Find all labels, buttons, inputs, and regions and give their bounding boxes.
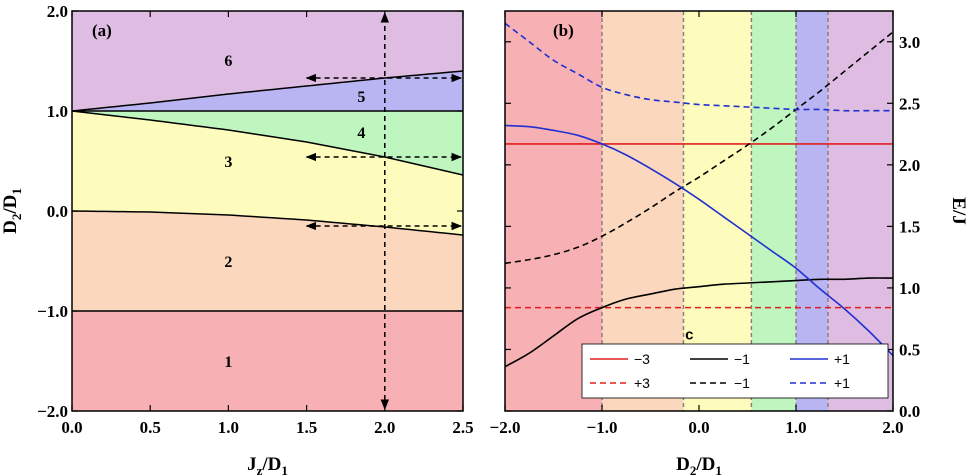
y-tick-label: −1.0 xyxy=(37,302,68,321)
x-tick-label: 1.0 xyxy=(218,418,239,437)
legend-label-2: +1 xyxy=(834,351,850,367)
panel-a-ticks: 0.0 0.5 1.0 1.5 2.0 2.5 −2.0 −1.0 0.0 1.0 2.0 xyxy=(37,2,474,437)
y-tick-label: 2.0 xyxy=(899,156,920,175)
region-1 xyxy=(72,311,463,411)
series-line-5 xyxy=(504,22,893,112)
panel-a-y-axis-title: D2/D1 xyxy=(0,188,24,234)
legend-label-3: +3 xyxy=(634,375,650,391)
panel-b-series xyxy=(504,22,894,368)
panel-a-region-labels: 1 2 3 4 5 6 xyxy=(224,53,365,371)
region-2 xyxy=(72,211,463,311)
panel-b-y-axis-title: E/J xyxy=(948,197,969,224)
region-4 xyxy=(72,111,463,175)
legend-label-0: −3 xyxy=(634,351,650,367)
series-line-4 xyxy=(504,124,894,357)
x-tick-label: 1.0 xyxy=(785,418,806,437)
x-tick-label: 2.5 xyxy=(452,418,473,437)
y-tick-label: 3.0 xyxy=(899,33,920,52)
x-tick-label: −1.0 xyxy=(587,418,618,437)
y-tick-label: 1.5 xyxy=(899,217,920,236)
panel-b-x-axis-title: D2/D1 xyxy=(676,454,722,476)
y-tick-label: −2.0 xyxy=(37,402,68,421)
region-label-2: 2 xyxy=(224,254,232,271)
x-tick-label: 2.0 xyxy=(374,418,395,437)
x-tick-label: 0.5 xyxy=(140,418,161,437)
y-tick-label: 0.5 xyxy=(899,340,920,359)
y-tick-label: 2.5 xyxy=(899,94,920,113)
series-line-3 xyxy=(504,31,894,265)
region-label-3: 3 xyxy=(224,154,232,171)
panel-a-label: (a) xyxy=(92,21,112,40)
series-line-2 xyxy=(504,277,894,368)
region-3 xyxy=(72,111,463,235)
panel-b-label: (b) xyxy=(553,21,574,40)
region-label-1: 1 xyxy=(224,354,232,371)
region-label-4: 4 xyxy=(357,125,365,142)
x-tick-label: 0.0 xyxy=(61,418,82,437)
panel-a-arrows xyxy=(305,11,463,411)
x-tick-label: 1.5 xyxy=(296,418,317,437)
region-label-5: 5 xyxy=(357,89,365,106)
panel-b-legend: −3 −1 +1 +3 −1 +1 xyxy=(581,343,889,399)
y-tick-label: 2.0 xyxy=(47,2,68,21)
y-tick-label: 1.0 xyxy=(899,279,920,298)
legend-label-4: −1 xyxy=(734,375,750,391)
legend-label-5: +1 xyxy=(834,375,850,391)
x-tick-label: 0.0 xyxy=(688,418,709,437)
y-tick-label: 0.0 xyxy=(899,402,920,421)
panel-a: 1 2 3 4 5 6 0.0 0.5 1.0 1.5 2.0 2.5 −2.0 −1.0 0.0 1.0 2… xyxy=(0,2,474,476)
panel-b-band-boundaries xyxy=(601,11,829,411)
panel-b-annotation: c xyxy=(685,327,693,344)
x-tick-label: −2.0 xyxy=(490,418,521,437)
y-tick-label: 0.0 xyxy=(47,202,68,221)
legend-label-1: −1 xyxy=(734,351,750,367)
region-label-6: 6 xyxy=(224,53,232,70)
x-tick-label: 2.0 xyxy=(882,418,903,437)
panel-a-x-axis-title: Jz/D1 xyxy=(247,454,288,476)
legend-box xyxy=(581,343,889,399)
y-tick-label: 1.0 xyxy=(47,102,68,121)
region-6 xyxy=(72,11,463,111)
